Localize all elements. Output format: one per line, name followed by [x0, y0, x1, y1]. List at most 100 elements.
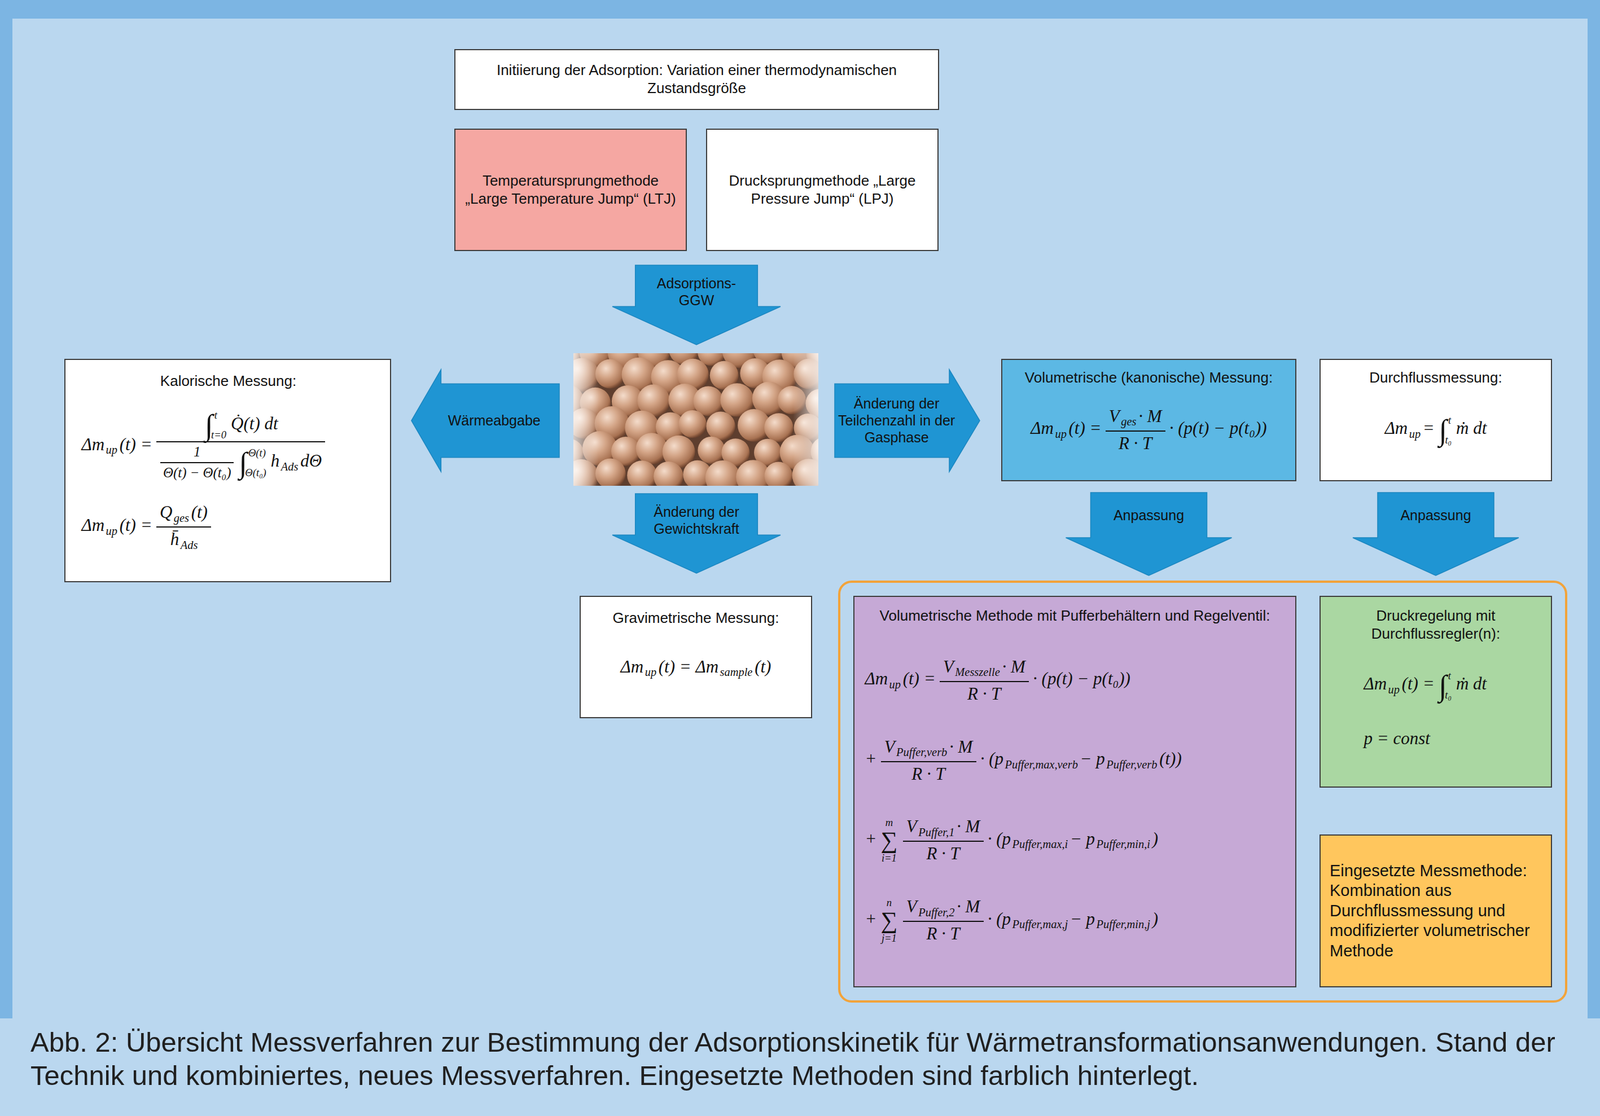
photo-fade — [573, 353, 599, 486]
arrow-text-area: Adsorptions-GGW — [643, 265, 749, 318]
formula-subscript: Puffer,min,i — [1096, 838, 1151, 851]
upper-limit: t — [214, 409, 227, 422]
box-heading: Durchflussmessung: — [1328, 369, 1543, 388]
formula-term: · (p — [980, 748, 1004, 769]
fraction: 1Θ(t) − Θ(t₀) — [160, 443, 234, 482]
formula-term: R · T — [967, 684, 1001, 704]
formula-term: + — [864, 748, 877, 769]
formula-term: R · T — [1118, 433, 1152, 454]
formula-term: Δm — [81, 434, 105, 455]
pellet — [653, 461, 684, 486]
sum-operator: m∑i=1 — [880, 817, 898, 864]
formula-term: − p — [1070, 909, 1095, 929]
formula-term: · (p(t) − p(t₀)) — [1169, 418, 1268, 438]
fraction-bar — [160, 462, 234, 464]
measurement-box: Kalorische Messung:Δmup(t) =∫tt=0Q̇(t) d… — [64, 358, 392, 583]
fraction: Qges(t)h̄Ads — [156, 501, 212, 553]
upper-limit: n — [886, 897, 892, 909]
arrow-text-area: Änderung der Gewichtskraft — [643, 493, 749, 547]
lower-limit: Θ(t₀) — [244, 467, 266, 479]
frame-band — [0, 0, 13, 1019]
box-heading: Kalorische Messung: — [80, 372, 377, 391]
formula-term: V — [1108, 406, 1120, 427]
formula-subscript: ges — [173, 511, 190, 525]
formula-subscript: Puffer,max,j — [1011, 918, 1068, 931]
formula-row: p = const — [1362, 728, 1432, 749]
formula-row: Δmup(t) =VMesszelle· MR · T· (p(t) − p(t… — [863, 656, 1132, 706]
formula-term: ) — [1152, 829, 1159, 849]
fraction: VMesszelle· M R · T — [939, 656, 1029, 706]
frame-band — [0, 0, 1600, 19]
sum-sign: ∑ — [880, 908, 898, 934]
formula-subscript: Messzelle — [954, 665, 1000, 679]
formula-subscript: sample — [720, 665, 753, 679]
fraction: VPuffer,1· MR · T — [902, 816, 984, 866]
numerator: Vges· M — [1105, 405, 1166, 430]
formula-term: ṁ dt — [1456, 418, 1487, 438]
fraction-bar — [939, 681, 1029, 683]
lower-limit: t₀ — [1444, 434, 1452, 446]
fraction-bar — [902, 921, 984, 923]
numerator: VPuffer,1· M — [902, 816, 984, 840]
method-box: Temperatursprungmethode „Large Temperatu… — [454, 128, 687, 252]
box-label: Initiierung der Adsorption: Variation ei… — [464, 61, 929, 98]
numerator: ∫tt=0Q̇(t) dt — [199, 409, 282, 441]
pellet — [636, 432, 668, 465]
formula-area: Δmup(t) =Vges· MR · T· (p(t) − p(t₀)) — [1010, 387, 1288, 474]
formula-term: (t) — [191, 502, 208, 523]
formula-term: h — [270, 450, 280, 471]
box-label: Drucksprungmethode „Large Pressure Jump“… — [716, 172, 929, 208]
formula-term: (t) — [754, 656, 771, 677]
fraction: Vges· M R · T — [1105, 405, 1166, 455]
pellet — [706, 411, 735, 441]
formula-subscript: Puffer,max,verb — [1004, 758, 1078, 771]
formula-term: − p — [1080, 748, 1106, 769]
formula-term: Δm — [1384, 418, 1409, 438]
formula-row: +m∑i=1VPuffer,1· MR · T· (pPuffer,max,i−… — [863, 816, 1160, 866]
formula-term: V — [884, 737, 896, 757]
arrow-label: Änderung der Gewichtskraft — [643, 503, 749, 538]
formula-subscript: up — [1409, 427, 1421, 441]
formula-term: Δm — [1363, 673, 1387, 694]
formula-term: Δm — [1030, 418, 1054, 438]
arrow-body — [612, 265, 781, 345]
measurement-box: Druckregelung mit Durchflussregler(n):Δm… — [1319, 595, 1553, 788]
formula-area: Δmup(t) =∫tt=0Q̇(t) dt1Θ(t) − Θ(t₀)∫Θ(t)… — [80, 390, 377, 573]
formula-subscript: Ads — [180, 538, 199, 552]
formula-row: Δmup(t) =Qges(t)h̄Ads — [80, 501, 214, 553]
pellet — [764, 462, 793, 486]
formula-subscript: Ads — [281, 460, 299, 473]
numerator: VMesszelle· M — [939, 656, 1029, 681]
denominator: R · T — [922, 923, 964, 946]
integral-limits: Θ(t)Θ(t₀) — [248, 447, 267, 479]
highlight-box: Eingesetzte Messmethode: Kombination aus… — [1319, 834, 1553, 988]
formula-row: +n∑j=1VPuffer,2· MR · T· (pPuffer,max,j−… — [863, 896, 1160, 946]
formula-term: (t) = — [1401, 673, 1435, 694]
formula-term: Q̇(t) dt — [230, 413, 279, 434]
start-box: Initiierung der Adsorption: Variation ei… — [454, 49, 940, 111]
formula-subscript: ges — [1120, 415, 1137, 428]
denominator: R · T — [963, 683, 1005, 706]
formula-row: Δmup=∫tt₀ṁ dt — [1383, 414, 1489, 446]
integral-limits: tt₀ — [1448, 670, 1452, 701]
fraction-bar — [902, 840, 984, 843]
formula-row: Δmup(t) =∫tt₀ṁ dt — [1362, 670, 1489, 701]
integral-limits: tt₀ — [1448, 414, 1452, 446]
arrow-label: Wärmeabgabe — [428, 411, 560, 429]
formula-subscript: Puffer,2 — [918, 906, 955, 919]
method-group-frame — [839, 581, 1567, 1002]
formula-term: · (p(t) − p(t₀)) — [1032, 668, 1131, 689]
numerator: VPuffer,2· M — [902, 896, 984, 920]
formula-term: Δm — [864, 668, 888, 689]
box-label: Temperatursprungmethode „Large Temperatu… — [464, 172, 677, 208]
formula-subscript: up — [889, 678, 901, 691]
formula-subscript: Puffer,verb — [896, 746, 948, 759]
block-arrow: Änderung der Teilchenzahl in der Gasphas… — [834, 369, 980, 472]
formula-term: (t) = — [119, 434, 153, 455]
pellet — [595, 458, 626, 486]
edge-label: Anpassung — [1094, 506, 1204, 524]
numerator: Qges(t) — [156, 501, 212, 526]
frame-band — [1587, 0, 1600, 1019]
upper-limit: m — [885, 817, 893, 829]
formula-subscript: Puffer,min,j — [1096, 918, 1151, 931]
